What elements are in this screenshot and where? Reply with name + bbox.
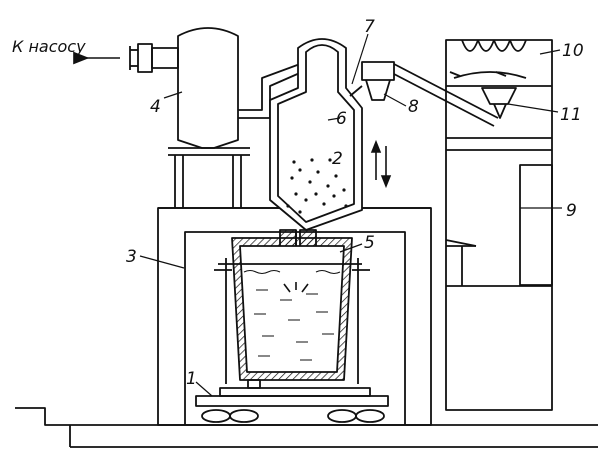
label-1: 1 bbox=[186, 369, 197, 389]
steel-ladle bbox=[214, 237, 370, 389]
flow-arrows bbox=[73, 51, 392, 293]
melt-lines bbox=[243, 270, 341, 361]
label-11: 11 bbox=[560, 105, 582, 125]
label-9: 9 bbox=[566, 201, 577, 221]
ladle-car bbox=[195, 387, 389, 423]
label-4: 4 bbox=[150, 97, 161, 117]
hopper-building bbox=[445, 39, 553, 411]
label-3: 3 bbox=[126, 247, 137, 267]
metal-splash bbox=[286, 158, 348, 214]
leader-lines bbox=[139, 33, 562, 397]
label-5: 5 bbox=[364, 233, 375, 253]
label-8: 8 bbox=[408, 97, 419, 117]
pump-label: К насосу bbox=[12, 37, 86, 56]
label-6: 6 bbox=[336, 109, 347, 129]
floor-line bbox=[15, 407, 598, 448]
label-2: 2 bbox=[332, 149, 343, 169]
cyclone-separator bbox=[129, 27, 303, 208]
label-10: 10 bbox=[562, 41, 584, 61]
label-7: 7 bbox=[364, 17, 375, 37]
